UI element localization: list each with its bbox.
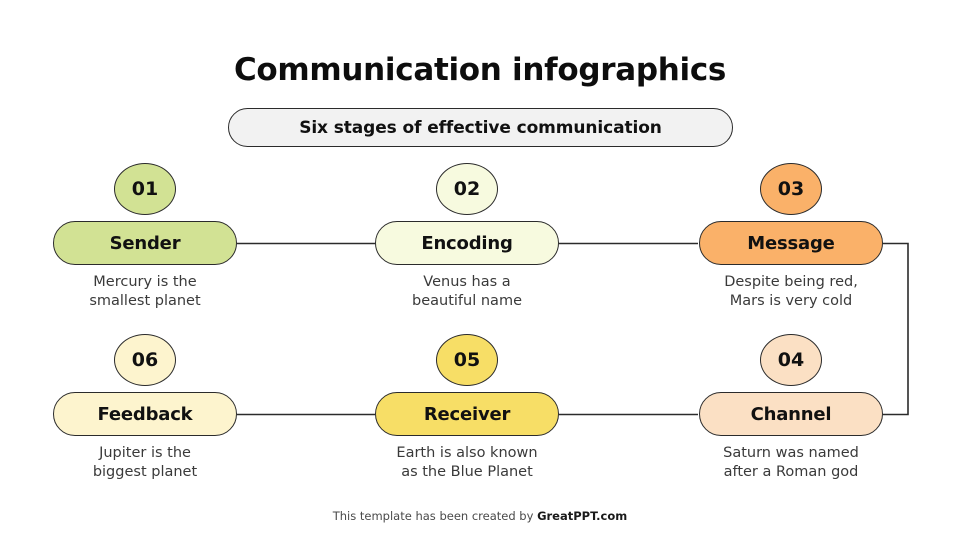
stage-caption-01: Mercury is the smallest planet (89, 274, 201, 309)
stage-pill-01[interactable]: Sender (53, 221, 237, 265)
stage-caption-04: Saturn was named after a Roman god (723, 445, 859, 480)
stage-badge-06: 06 (114, 334, 176, 386)
stage-pill-03[interactable]: Message (699, 221, 883, 265)
stage-pill-02[interactable]: Encoding (375, 221, 559, 265)
stage-badge-04: 04 (760, 334, 822, 386)
stage-label-05: Receiver (423, 403, 511, 425)
stage-number-03: 03 (777, 178, 805, 200)
stage-number-05: 05 (453, 349, 481, 371)
stage-number-06: 06 (131, 349, 159, 371)
subtitle-banner: Six stages of effective communication (228, 108, 733, 147)
stage-pill-04[interactable]: Channel (699, 392, 883, 436)
stage-label-02: Encoding (421, 232, 513, 254)
stage-caption-03: Despite being red, Mars is very cold (724, 274, 858, 309)
stage-caption-02: Venus has a beautiful name (412, 274, 522, 309)
stage-label-03: Message (747, 232, 835, 254)
stage-number-02: 02 (453, 178, 481, 200)
stage-label-06: Feedback (97, 403, 193, 425)
footer-brand-link[interactable]: GreatPPT.com (537, 509, 628, 523)
stage-label-04: Channel (750, 403, 832, 425)
stage-caption-06: Jupiter is the biggest planet (92, 445, 198, 480)
stage-badge-03: 03 (760, 163, 822, 215)
page-title: Communication infographics (233, 52, 727, 88)
stage-badge-05: 05 (436, 334, 498, 386)
stage-caption-05: Earth is also known as the Blue Planet (396, 445, 538, 480)
stage-badge-01: 01 (114, 163, 176, 215)
footer-text: This template has been created by (332, 509, 538, 523)
footer-credit: This template has been created by GreatP… (0, 509, 960, 523)
stage-label-01: Sender (109, 232, 181, 254)
stage-number-01: 01 (131, 178, 159, 200)
stage-pill-05[interactable]: Receiver (375, 392, 559, 436)
subtitle-text: Six stages of effective communication (299, 117, 662, 138)
stage-number-04: 04 (777, 349, 805, 371)
stage-badge-02: 02 (436, 163, 498, 215)
stage-pill-06[interactable]: Feedback (53, 392, 237, 436)
